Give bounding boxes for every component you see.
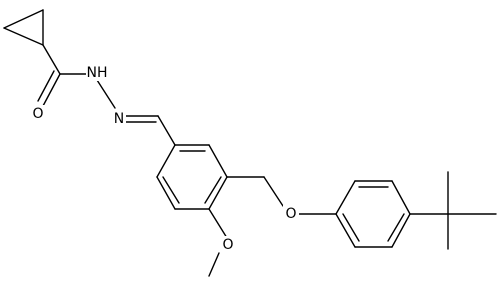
atom-o-carbonyl-label: O	[32, 106, 43, 122]
bond-cyclopropyl-1	[3, 9, 44, 29]
atom-nh: NH	[86, 63, 108, 81]
atom-nh-label: NH	[87, 65, 108, 81]
atom-o-ether-label: O	[285, 206, 296, 222]
bond-ring1-e-inner	[162, 176, 180, 204]
bond-ring1-b	[208, 144, 228, 178]
bond-ring2-d-inner	[387, 213, 405, 242]
bond-carbonyl-double-a	[42, 73, 61, 107]
bond-ring1-f	[156, 144, 176, 178]
bond-methine-ring	[157, 115, 176, 146]
atom-n-label: N	[114, 111, 124, 127]
bond-ring-omethoxy	[208, 208, 228, 239]
bond-nh-n	[96, 79, 116, 109]
bond-ch2-oether	[263, 176, 284, 207]
atom-o-ether: O	[283, 205, 299, 223]
bond-ring1-c	[208, 176, 228, 210]
atom-o-methoxy: O	[220, 236, 236, 254]
atom-o-carbonyl: O	[31, 105, 45, 123]
bond-ring2-f-inner	[342, 213, 360, 242]
bond-ring2-d	[391, 213, 411, 248]
bond-ring2-f	[335, 213, 356, 248]
bond-ring2-a	[335, 180, 356, 215]
bond-ring2-c	[391, 180, 411, 215]
bond-ring1-e	[156, 176, 176, 210]
bond-omethoxy-ch3	[208, 252, 220, 277]
bond-carbonyl-double-b	[37, 70, 55, 102]
bond-cyclopropyl-3	[3, 27, 44, 46]
bond-ring1-c-inner	[204, 176, 222, 204]
atom-n: N	[112, 110, 126, 128]
atom-o-methoxy-label: O	[222, 237, 233, 253]
bond-cyclopropyl-carbonyl	[42, 44, 61, 75]
